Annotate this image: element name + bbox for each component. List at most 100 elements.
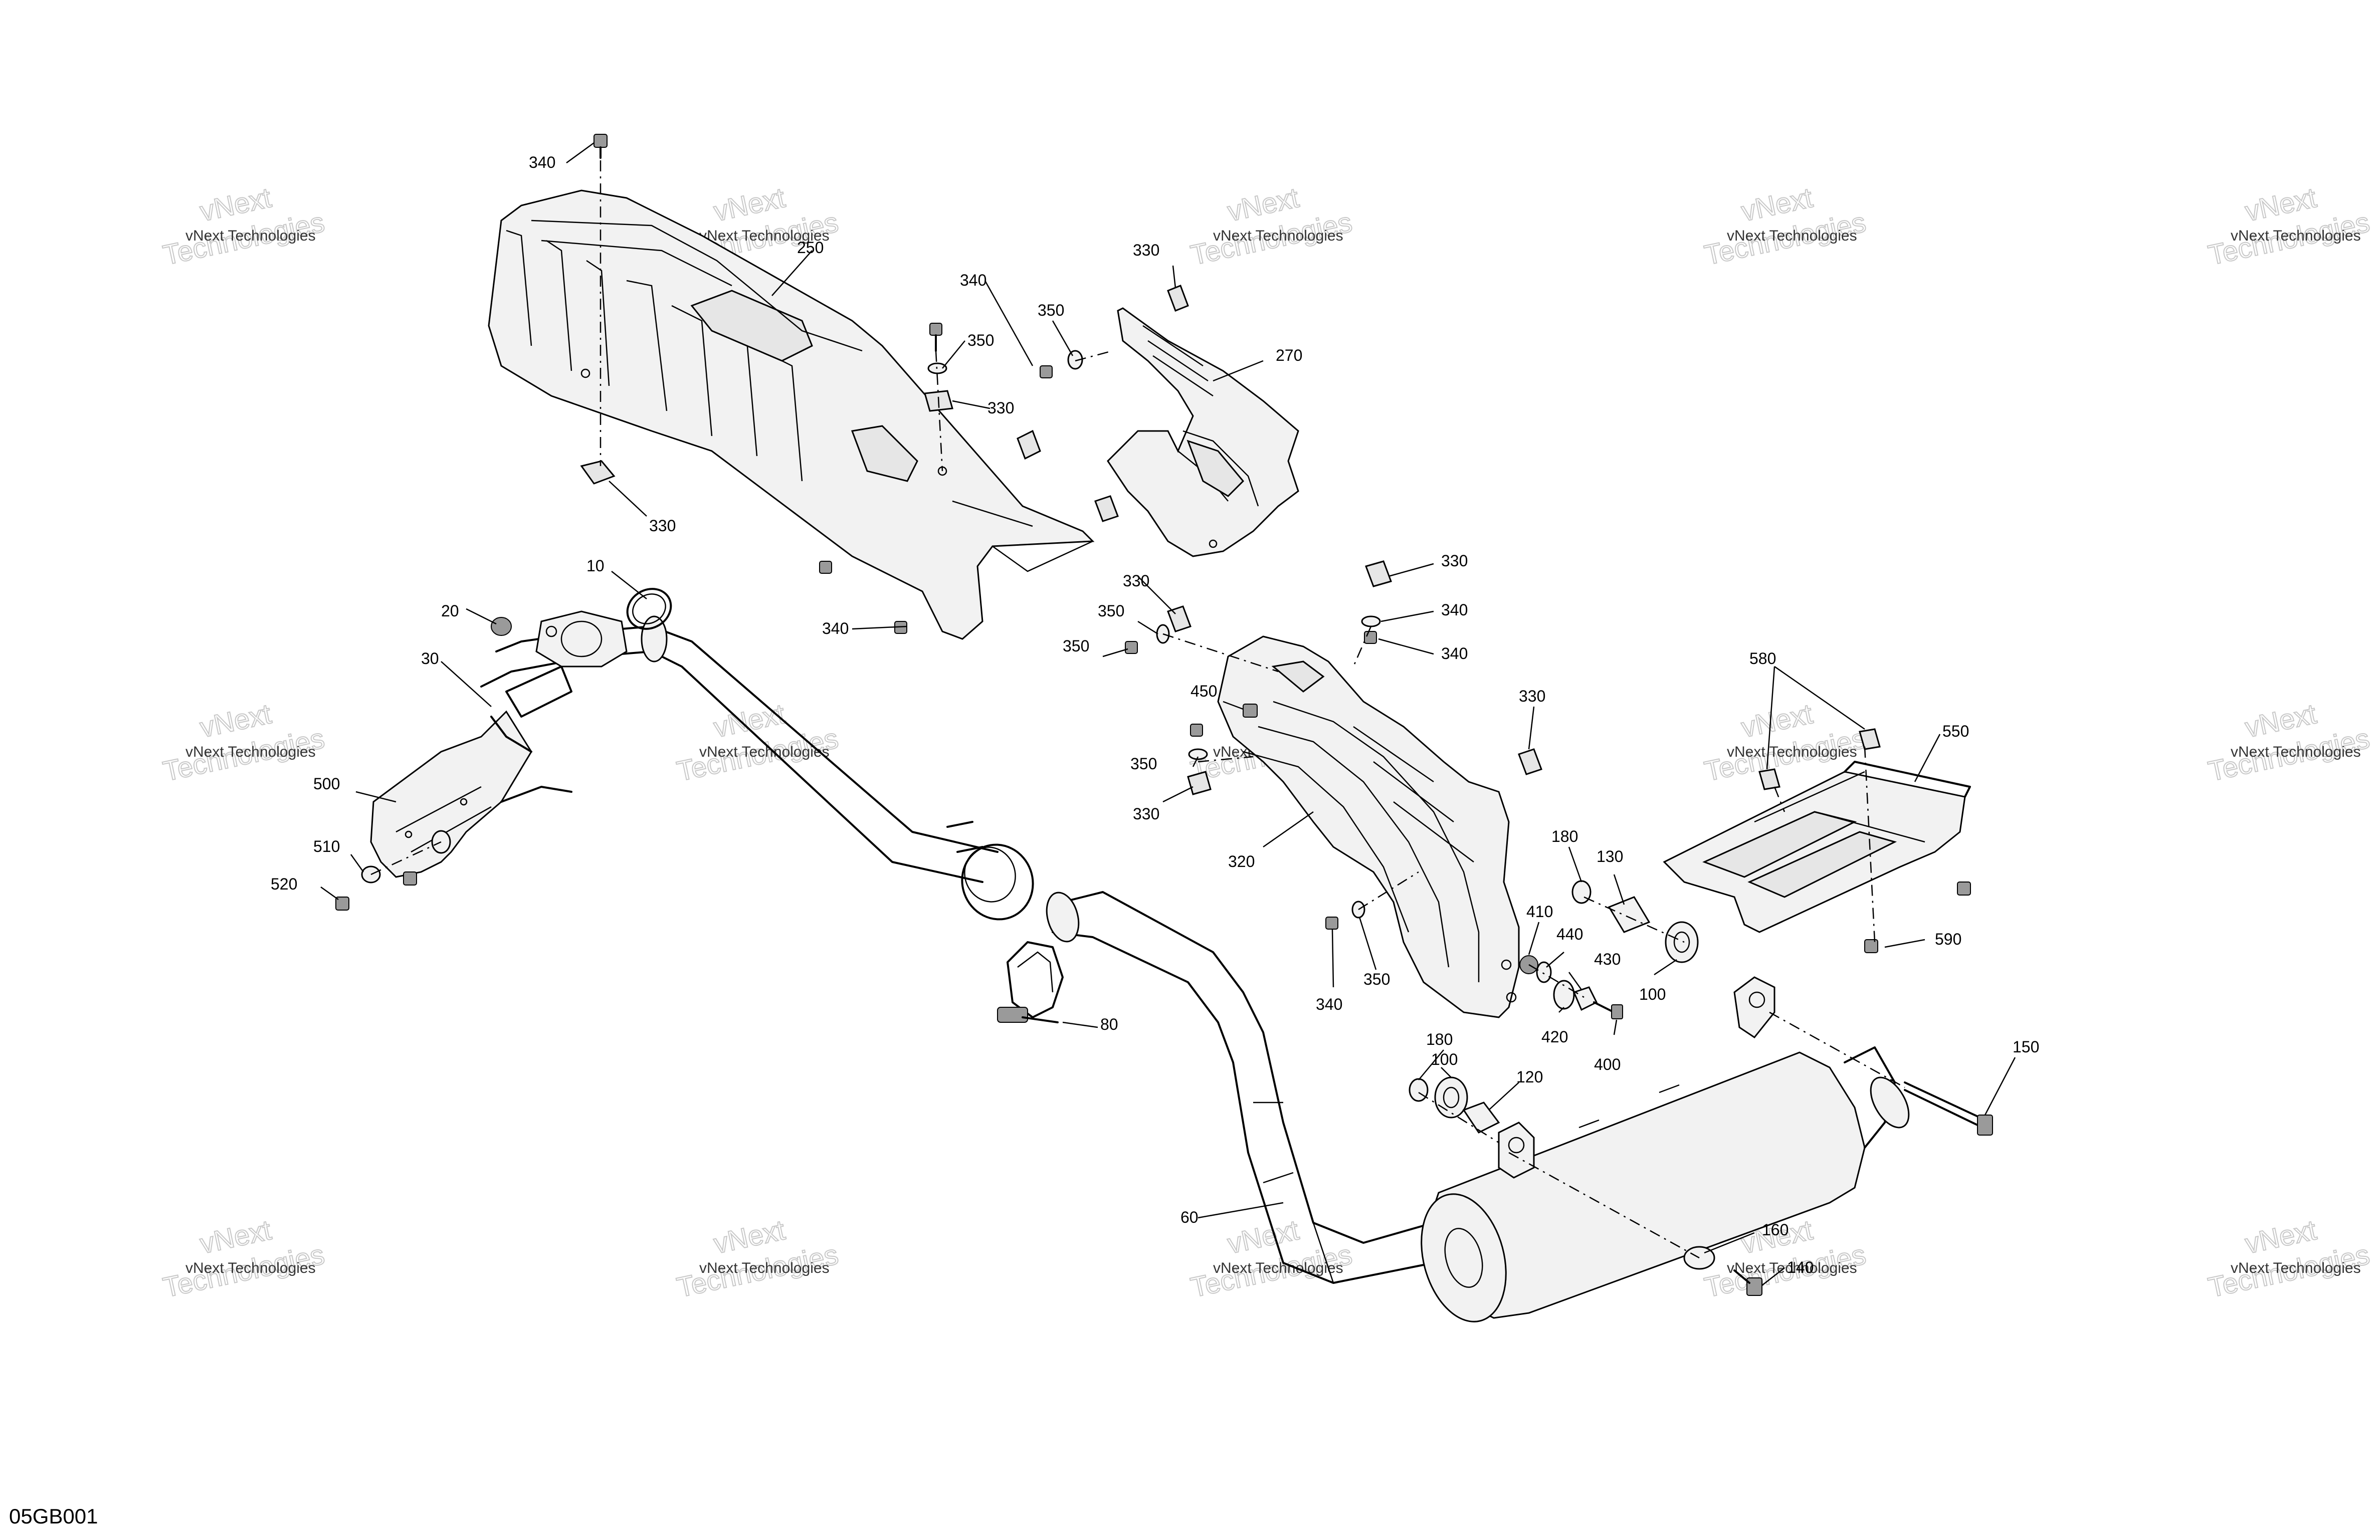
muffler[interactable] xyxy=(1408,976,1916,1331)
callout-30: 30 xyxy=(421,649,439,668)
watermark-text: vNext Technologies xyxy=(185,744,316,760)
heat-shield-320[interactable] xyxy=(1217,635,1520,1018)
callout-330: 330 xyxy=(1133,241,1159,259)
callout-510: 510 xyxy=(313,837,340,855)
clip-330-d[interactable] xyxy=(1094,495,1119,522)
callout-350: 350 xyxy=(1098,602,1124,620)
washer-350-d[interactable] xyxy=(1361,615,1381,627)
callout-330: 330 xyxy=(1441,552,1468,570)
watermark-text: vNext Technologies xyxy=(1727,228,1857,244)
watermark: vNext Technologies vNext Technologies xyxy=(160,1213,328,1304)
bolt-340-top[interactable] xyxy=(593,134,608,159)
callout-60: 60 xyxy=(1180,1208,1199,1226)
callout-440: 440 xyxy=(1556,925,1583,943)
callout-340: 340 xyxy=(960,271,986,289)
watermark: vNext Technologies vNext Technologies xyxy=(2205,181,2373,272)
callout-20: 20 xyxy=(441,602,459,620)
heat-shield-250[interactable] xyxy=(488,189,1095,640)
callout-340: 340 xyxy=(1316,995,1342,1013)
watermark: vNext Technologies vNext Technologies xyxy=(160,181,328,272)
bolt-340-a[interactable] xyxy=(929,323,942,352)
leader-lines xyxy=(320,142,2016,1286)
bolt-340-b[interactable] xyxy=(1040,365,1053,378)
callout-150: 150 xyxy=(2013,1038,2039,1056)
callout-350: 350 xyxy=(967,331,994,349)
bolt-500b[interactable] xyxy=(403,871,417,886)
watermark: vNext Technologies vNext Technologies xyxy=(1701,181,1869,272)
watermark: vNext Technologies vNext Technologies xyxy=(160,697,328,788)
callout-labels: 340 250 330 340 350 350 330 270 330 10 2… xyxy=(271,153,2039,1276)
bolt-140[interactable] xyxy=(1733,1269,1762,1296)
grommet-100-upper[interactable] xyxy=(1665,921,1699,963)
exhaust-pipe-60[interactable] xyxy=(1042,889,1435,1284)
callout-350: 350 xyxy=(1038,301,1064,319)
grommet-100-lower[interactable] xyxy=(1434,1076,1468,1119)
watermark-text: vNext Technologies xyxy=(699,228,830,244)
callout-350: 350 xyxy=(1130,755,1157,773)
heat-shield-270[interactable] xyxy=(1107,307,1299,557)
bolt-340-h[interactable] xyxy=(1325,917,1338,930)
callout-410: 410 xyxy=(1526,903,1553,921)
washer-350-e[interactable] xyxy=(1188,748,1208,760)
watermark-text: vNext Technologies xyxy=(2231,1260,2361,1276)
spacer-120[interactable] xyxy=(1462,1102,1500,1134)
watermark-text: vNext Technologies xyxy=(1213,1260,1343,1276)
bolt-340-f[interactable] xyxy=(1364,631,1377,644)
washer-180-lower[interactable] xyxy=(1409,1078,1429,1102)
clip-330-left[interactable] xyxy=(580,460,616,485)
watermark-text: vNext Technologies xyxy=(699,1260,830,1276)
nut-450[interactable] xyxy=(1243,704,1258,718)
clip-330-b[interactable] xyxy=(1017,429,1041,460)
bolt-590-a[interactable] xyxy=(1864,939,1878,953)
clip-330-g[interactable] xyxy=(1187,771,1212,795)
callout-420: 420 xyxy=(1541,1028,1568,1046)
callout-340: 340 xyxy=(1441,644,1468,663)
bolt-590-b[interactable] xyxy=(1957,882,1971,896)
bolt-340-e[interactable] xyxy=(1125,641,1138,654)
watermark-text: vNext Technologies xyxy=(2231,744,2361,760)
callout-430: 430 xyxy=(1594,950,1621,968)
clip-330-f[interactable] xyxy=(1365,560,1392,587)
callout-330: 330 xyxy=(1519,687,1545,705)
callout-140: 140 xyxy=(1787,1258,1814,1276)
bolt-520[interactable] xyxy=(335,897,349,911)
watermark: vNext Technologies vNext Technologies xyxy=(674,1213,842,1304)
callout-520: 520 xyxy=(271,875,297,893)
washer-20[interactable] xyxy=(491,617,512,636)
washer-440[interactable] xyxy=(1536,961,1552,983)
callout-130: 130 xyxy=(1597,847,1623,865)
assembly-lines xyxy=(370,160,1905,1259)
bolt-340-c[interactable] xyxy=(819,561,832,574)
watermark: vNext Technologies vNext Technologies xyxy=(674,697,842,788)
clip-330-c[interactable] xyxy=(1167,285,1189,312)
callout-160: 160 xyxy=(1762,1221,1789,1239)
watermark-text: vNext Technologies xyxy=(1727,1260,1857,1276)
spacer-130[interactable] xyxy=(1608,896,1651,933)
exhaust-pipe-30[interactable] xyxy=(480,615,1043,929)
watermark-text: vNext Technologies xyxy=(185,228,316,244)
clip-580-b[interactable] xyxy=(1758,768,1780,790)
watermark-text: vNext Technologies xyxy=(185,1260,316,1276)
watermark: vNext Technologies vNext Technologies xyxy=(2205,1213,2373,1304)
watermark-text: vNext Technologies xyxy=(1727,744,1857,760)
callout-330: 330 xyxy=(649,517,676,535)
bolt-400[interactable] xyxy=(1593,1001,1623,1019)
heat-shield-500[interactable] xyxy=(370,710,572,878)
clip-580-a[interactable] xyxy=(1859,728,1881,750)
clamp-80[interactable] xyxy=(997,941,1064,1023)
watermark-text: vNext Technologies xyxy=(2231,228,2361,244)
callout-330: 330 xyxy=(1123,572,1149,590)
bolt-150[interactable] xyxy=(1904,1081,1993,1136)
bolt-340-g[interactable] xyxy=(1190,724,1203,737)
clip-330-h[interactable] xyxy=(1518,748,1542,775)
callout-120: 120 xyxy=(1516,1068,1543,1086)
gasket-10[interactable] xyxy=(620,581,678,637)
heat-plate-550[interactable] xyxy=(1663,761,1971,933)
callout-340: 350 xyxy=(1063,637,1089,655)
callout-330: 330 xyxy=(987,399,1014,417)
spacer-430[interactable] xyxy=(1572,986,1598,1011)
callout-10: 10 xyxy=(586,557,605,575)
callout-590: 590 xyxy=(1935,930,1961,948)
washer-180-upper[interactable] xyxy=(1571,880,1592,904)
